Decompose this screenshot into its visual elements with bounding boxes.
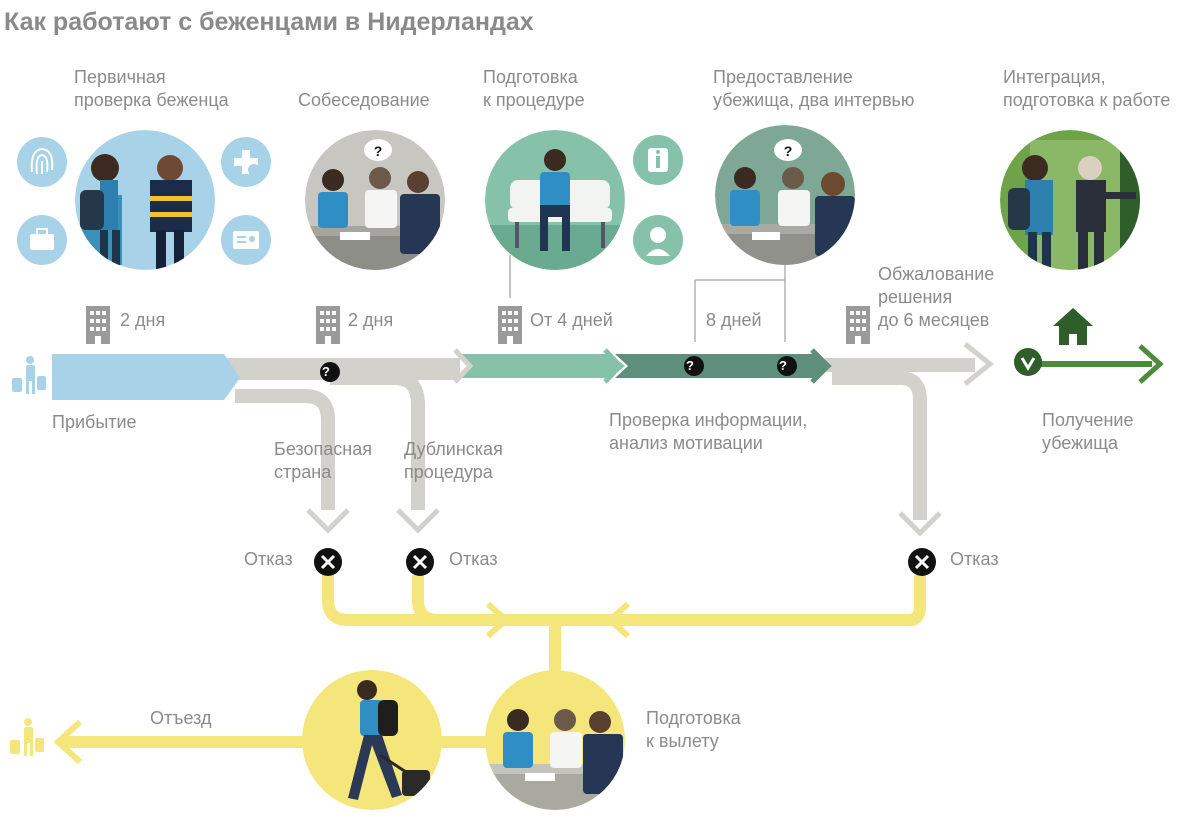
house-icon — [1053, 308, 1093, 345]
scene-interview: ? — [305, 130, 445, 270]
medical-check-icon — [221, 137, 271, 187]
scene-departure-preparation — [485, 670, 625, 810]
question-mark: ? — [322, 364, 330, 379]
dublin-line1: Дублинская — [404, 439, 503, 459]
question-icon — [320, 356, 797, 382]
stage-4-title-line1: Предоставление — [713, 67, 853, 87]
main-track — [52, 342, 1164, 400]
speech-bubble-question: ? — [374, 143, 383, 159]
stage-2-title: Собеседование — [298, 90, 430, 110]
preparation-segment — [460, 354, 625, 378]
stage-2-duration: 2 дня — [348, 310, 394, 330]
prep-departure-line1: Подготовка — [646, 708, 741, 728]
speech-bubble-question: ? — [784, 143, 793, 159]
stage-3-title-line2: к процедуре — [483, 90, 585, 110]
appeal-line2: решения — [878, 287, 953, 307]
stage-5-title-line2: подготовка к работе — [1003, 90, 1171, 110]
arrival-segment — [52, 354, 240, 400]
branch-arrowheads — [306, 508, 942, 537]
suitcase-icon — [17, 215, 67, 265]
stage-3-title-line1: Подготовка — [483, 67, 578, 87]
stage-5-title-line1: Интеграция, — [1003, 67, 1106, 87]
page-title: Как работают с беженцами в Нидерландах — [4, 8, 534, 36]
scene-integration — [1000, 130, 1140, 270]
question-mark: ? — [686, 358, 694, 373]
asylum-interview-segment — [615, 354, 832, 378]
id-card-icon — [221, 215, 271, 265]
yellow-arrowheads — [53, 601, 630, 765]
stage-1-title-line1: Первичная — [74, 67, 166, 87]
asylum-granted-line2: убежища — [1042, 433, 1119, 453]
stage-1-title-line2: проверка беженца — [74, 90, 229, 110]
prep-departure-line2: к вылету — [646, 731, 719, 751]
refusal-label-3: Отказ — [950, 549, 999, 569]
interpreter-icon — [633, 215, 683, 265]
departure-label: Отъезд — [150, 708, 212, 728]
refusal-label-2: Отказ — [449, 549, 498, 569]
scene-preparation — [485, 130, 625, 270]
stage-3-duration: От 4 дней — [530, 310, 613, 330]
safe-country-line2: страна — [274, 462, 332, 482]
question-mark: ? — [779, 358, 787, 373]
scene-departure — [302, 670, 442, 810]
connector-lines — [509, 255, 786, 342]
dublin-line2: процедура — [404, 462, 493, 482]
info-icon — [633, 135, 683, 185]
appeal-line1: Обжалование — [878, 264, 995, 284]
refusal-label-1: Отказ — [244, 549, 293, 569]
check-info-line1: Проверка информации, — [609, 410, 808, 430]
safe-country-line1: Безопасная — [274, 439, 372, 459]
check-icon — [1014, 348, 1042, 376]
stage-4-duration: 8 дней — [706, 310, 762, 330]
refusal-icon — [314, 548, 936, 576]
arrival-label: Прибытие — [52, 412, 137, 432]
asylum-granted-line1: Получение — [1042, 410, 1134, 430]
stage-1-duration: 2 дня — [120, 310, 166, 330]
appeal-duration: до 6 месяцев — [878, 310, 990, 330]
scene-asylum-interviews: ? — [715, 125, 855, 265]
branch-paths — [235, 371, 927, 520]
building-icon — [86, 306, 870, 344]
stage-4-title-line2: убежища, два интервью — [713, 90, 915, 110]
fingerprint-icon — [17, 137, 67, 187]
traveler-icon — [10, 356, 46, 756]
check-info-line2: анализ мотивации — [609, 433, 763, 453]
scene-initial-check — [75, 130, 215, 270]
